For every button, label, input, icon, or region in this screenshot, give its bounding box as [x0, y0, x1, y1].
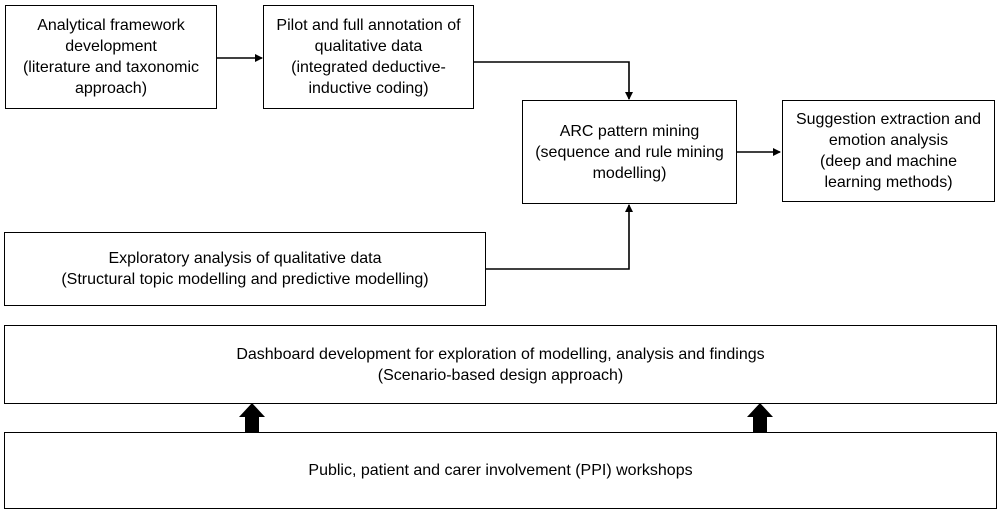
node-line: approach): [74, 80, 148, 97]
node-annotation: Pilot and full annotation of qualitative…: [263, 5, 474, 109]
node-line: qualitative data: [314, 38, 423, 55]
node-analytical-framework: Analytical framework development (litera…: [5, 5, 217, 109]
node-line: emotion analysis: [828, 132, 949, 149]
node-line: modelling): [592, 164, 667, 182]
node-dashboard-development: Dashboard development for exploration of…: [4, 325, 997, 404]
node-line: (literature and taxonomic: [22, 59, 200, 76]
block-arrow-ppi-to-dashboard-right: [747, 403, 773, 432]
node-line: Suggestion extraction and: [795, 111, 981, 128]
node-line: development: [65, 38, 157, 55]
node-line: Analytical framework: [37, 17, 185, 34]
node-line: learning methods): [824, 174, 953, 191]
node-line: (deep and machine: [820, 153, 957, 170]
node-suggestion-extraction: Suggestion extraction and emotion analys…: [782, 100, 995, 202]
node-line: (integrated deductive-: [291, 59, 446, 76]
node-line: Exploratory analysis of qualitative data: [108, 250, 382, 267]
node-arc-pattern-mining: ARC pattern mining (sequence and rule mi…: [522, 100, 737, 204]
node-line: (Scenario-based design approach): [377, 366, 624, 384]
node-ppi-workshops: Public, patient and carer involvement (P…: [4, 432, 997, 509]
arrow-exploratory-to-arc: [486, 204, 633, 270]
node-line: Pilot and full annotation of: [276, 17, 461, 34]
node-line: ARC pattern mining: [559, 122, 700, 140]
node-exploratory-analysis: Exploratory analysis of qualitative data…: [4, 232, 486, 306]
node-line: (Structural topic modelling and predicti…: [61, 271, 429, 288]
arrow-annotation-to-arc: [473, 61, 633, 100]
node-line: Public, patient and carer involvement (P…: [308, 462, 693, 479]
node-line: Dashboard development for exploration of…: [236, 345, 765, 363]
block-arrow-ppi-to-dashboard-left: [239, 403, 265, 432]
node-line: inductive coding): [308, 80, 429, 97]
node-line: (sequence and rule mining: [535, 143, 724, 161]
